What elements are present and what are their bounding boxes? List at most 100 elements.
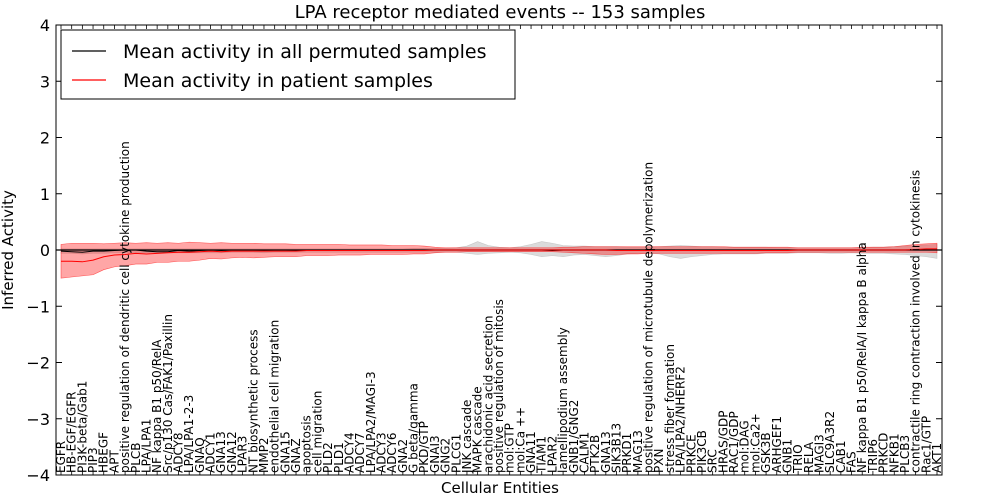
entity-label: lamellipodium assembly: [556, 327, 570, 473]
y-tick-label: −2: [26, 354, 50, 373]
entity-label: SRC: [706, 449, 720, 473]
entity-label: GNG2: [439, 438, 453, 473]
entity-label: GNA12: [225, 431, 239, 473]
entity-label: MAGI3: [812, 434, 826, 473]
series-lines: [60, 248, 937, 263]
entity-label: GNB1/GNG2: [567, 400, 581, 473]
entity-labels: EGFRHB-EGF/EGFRPI3K-beta/Gab1PIP3HBEGFAP…: [54, 141, 944, 474]
entity-label: positive regulation of dendritic cell cy…: [118, 141, 132, 473]
entity-label: G beta/gamma: [407, 383, 421, 473]
entity-label: PIK3CB: [695, 430, 709, 473]
y-tick-label: 1: [40, 185, 50, 204]
entity-label: LPA/LPA2/MAGI-3: [364, 371, 378, 473]
entity-label: NF kappa B1 p50/RelA/I kappa B alpha: [855, 242, 869, 473]
entity-label: ADCY8: [172, 432, 186, 473]
entity-label: PRKD1: [620, 433, 634, 473]
entity-label: apoptosis: [300, 415, 314, 473]
entity-label: GNAI3: [428, 435, 442, 473]
y-tick-label: 3: [40, 72, 50, 91]
entity-label: AKT1: [930, 443, 944, 473]
entity-label: RELA: [802, 441, 816, 473]
entity-label: GNA13: [214, 431, 228, 473]
legend: Mean activity in all permuted samples Me…: [60, 29, 516, 100]
entity-label: PLD2: [321, 442, 335, 473]
entity-label: ADCY3: [374, 432, 388, 473]
x-axis-title: Cellular Entities: [441, 479, 559, 497]
entity-label: NT biosynthetic process: [246, 329, 260, 473]
y-tick-label: −4: [26, 466, 50, 485]
entity-label: PLCB: [129, 442, 143, 473]
entity-label: Rac1/GTP: [919, 416, 933, 473]
line-patient: [61, 248, 937, 263]
entity-label: GNA11: [524, 431, 538, 473]
y-tick-label: 4: [40, 16, 50, 35]
y-axis-title: Inferred Activity: [0, 190, 17, 310]
entity-label: TRIP6: [866, 439, 880, 474]
y-axis-ticks: 4 3 2 1 0 −1 −2 −3 −4: [26, 16, 942, 485]
entity-label: GNA2: [396, 439, 410, 473]
band-patient: [60, 241, 938, 279]
entity-label: MAG13: [631, 430, 645, 473]
entity-label: LPA/LPA1-2-3: [182, 395, 196, 473]
y-tick-label: 0: [40, 241, 50, 260]
entity-label: HRAS/GDP: [716, 410, 730, 473]
entity-label: PLCB3: [898, 435, 912, 473]
x-axis-ticks: [60, 25, 938, 475]
entity-label: ADCY4: [342, 432, 356, 473]
entity-label: TIAM1: [535, 436, 549, 474]
entity-label: NFKB1: [887, 433, 901, 473]
entity-label: GNAZ: [289, 438, 303, 473]
entity-label: positive regulation of microtubule depol…: [642, 162, 656, 473]
y-tick-label: 2: [40, 129, 50, 148]
entity-label: contractile ring contraction involved in…: [909, 170, 923, 473]
entity-label: PRKCD: [877, 433, 891, 473]
entity-label: SIK3B13: [610, 423, 624, 473]
entity-label: arachidonic acid secretion: [481, 316, 495, 473]
entity-label: NF kappa B1 p50/RelA: [150, 339, 164, 473]
entity-label: GNA13: [599, 431, 613, 473]
entity-label: PXN: [652, 449, 666, 473]
entity-label: EGFR: [54, 441, 68, 473]
chart-title: LPA receptor mediated events -- 153 samp…: [295, 2, 706, 23]
entity-label: JNK cascade: [460, 400, 474, 474]
entity-label: MMP2: [257, 437, 271, 473]
entity-label: ADCY1: [204, 432, 218, 473]
entity-label: ADCY6: [385, 432, 399, 473]
entity-label: PIP3: [86, 447, 100, 473]
entity-label: PKD/GTP: [417, 421, 431, 473]
entity-label: APT: [107, 450, 121, 473]
entity-label: TRIO: [791, 444, 805, 474]
entity-label: RAC1/GDP: [727, 411, 741, 473]
entity-label: mol:Ca2+: [748, 413, 762, 473]
entity-label: GNB1: [780, 439, 794, 473]
legend-label-permuted: Mean activity in all permuted samples: [123, 41, 486, 63]
legend-label-patient: Mean activity in patient samples: [123, 70, 433, 92]
entity-label: stress fiber formation: [663, 344, 677, 473]
entity-label: LPAR3: [236, 436, 250, 473]
entity-label: positive regulation of mitosis: [492, 299, 506, 473]
entity-label: GNA15: [278, 431, 292, 473]
entity-label: PTK2B: [588, 435, 602, 473]
entity-label: mol:GTP: [503, 423, 517, 473]
entity-label: Src/p130 Cas/FAK1/Paxillin: [161, 314, 175, 473]
y-tick-label: −3: [26, 410, 50, 429]
confidence-bands: [60, 241, 938, 279]
entity-label: LPA/LPA2/NHERF2: [674, 366, 688, 473]
entity-label: cell migration: [310, 391, 324, 473]
entity-label: mol:DAG: [738, 420, 752, 473]
entity-label: CALM1: [577, 432, 591, 473]
entity-label: HBEGF: [97, 432, 111, 473]
entity-label: MAPK cascade: [471, 386, 485, 473]
entity-label: LPAR2: [545, 436, 559, 473]
entity-label: CAB1: [834, 441, 848, 473]
entity-label: GSK3B: [759, 432, 773, 473]
y-tick-label: −1: [26, 297, 50, 316]
entity-label: PRKCE: [684, 434, 698, 473]
entity-label: LPA/LPA1: [139, 419, 153, 473]
entity-label: FAS: [845, 451, 859, 473]
entity-label: ADCY7: [353, 432, 367, 473]
entity-label: HB-EGF/EGFR: [65, 391, 79, 473]
legend-box: [60, 29, 516, 100]
entity-label: PI3K-beta/Gab1: [75, 381, 89, 473]
